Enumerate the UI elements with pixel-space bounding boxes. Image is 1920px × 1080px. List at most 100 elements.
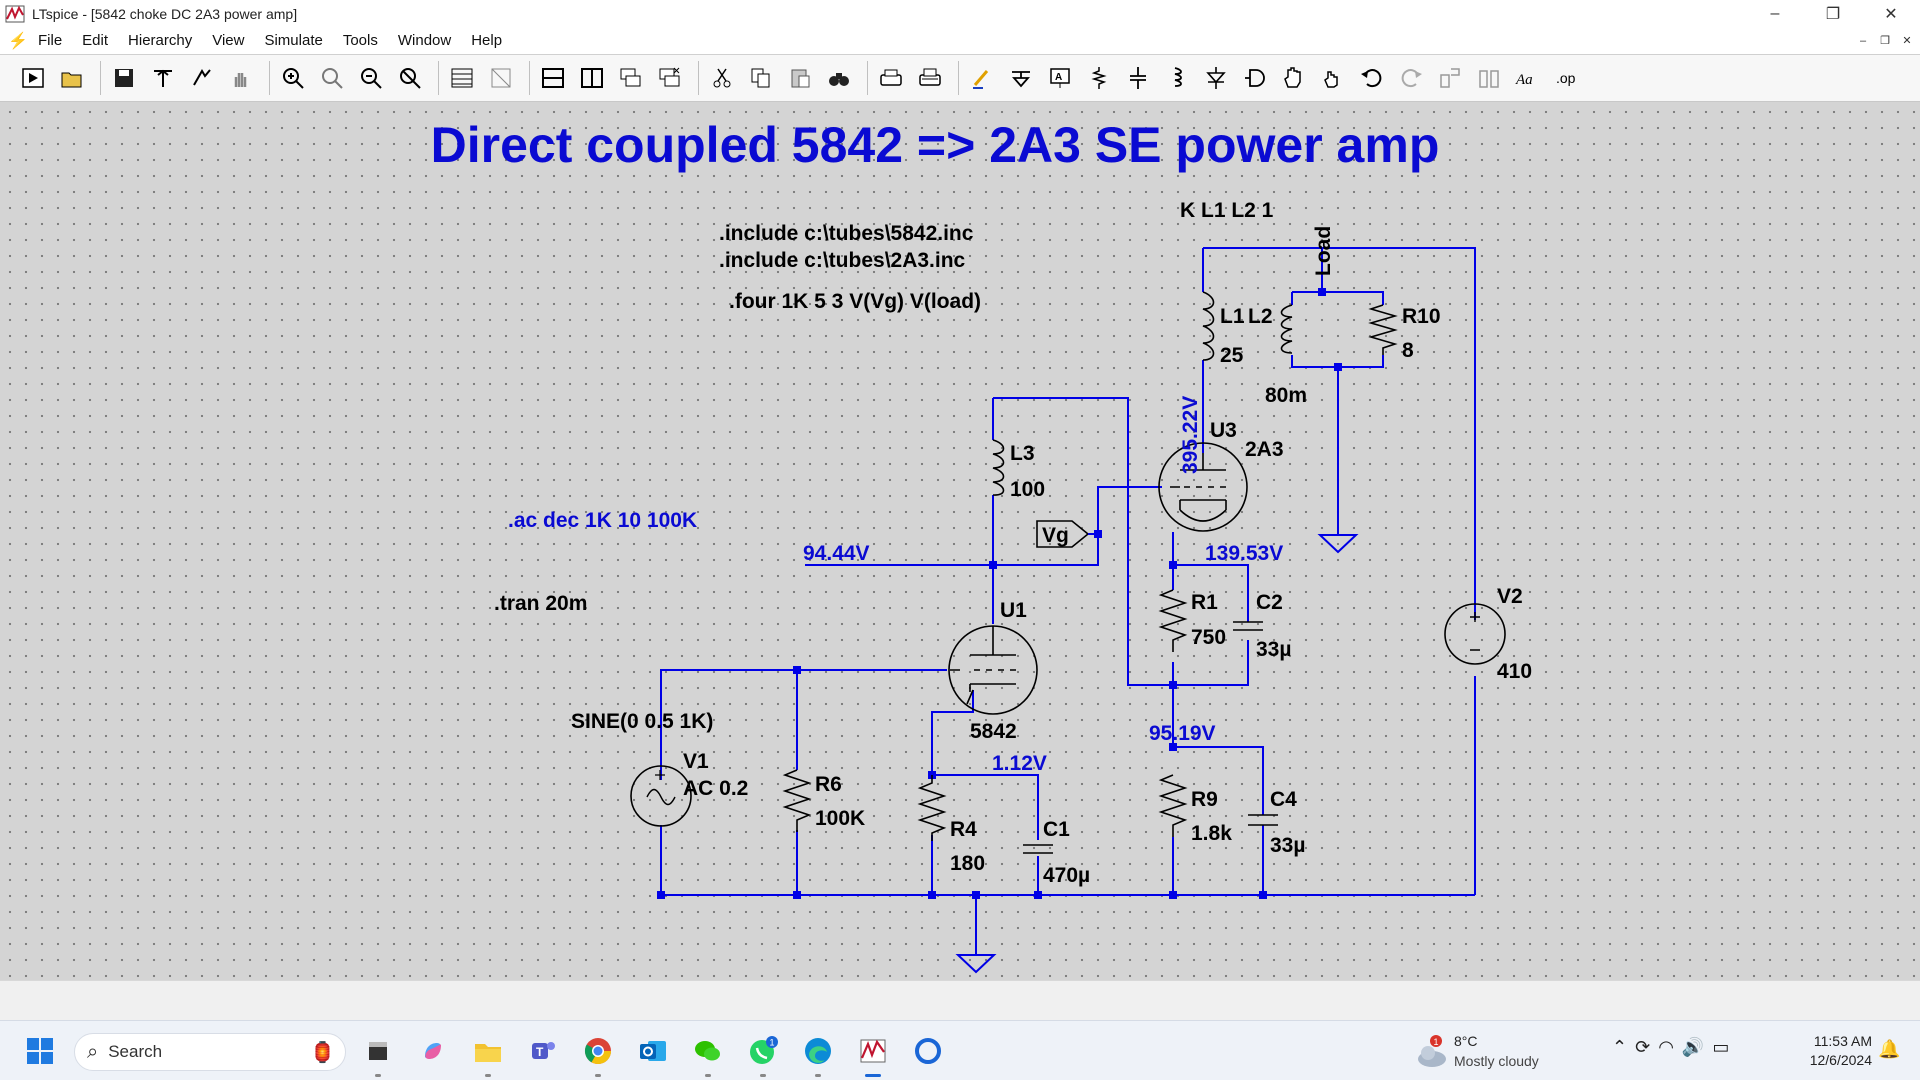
taskbar-clock[interactable]: 11:53 AM 12/6/2024 [1796, 1032, 1872, 1070]
directive-coupling[interactable]: K L1 L2 1 [1180, 199, 1274, 222]
taskbar-search-box[interactable]: ⌕ Search 🏮 [74, 1033, 346, 1071]
edge-icon[interactable] [796, 1031, 840, 1077]
resistor-r10 [1368, 304, 1398, 355]
net-label-vg[interactable]: Vg [1036, 520, 1098, 548]
directive-include-2a3[interactable]: .include c:\tubes\2A3.inc [719, 249, 966, 272]
ltspice-icon[interactable] [851, 1031, 895, 1077]
redo-icon[interactable] [1394, 61, 1428, 95]
menu-view[interactable]: View [212, 32, 245, 49]
control-panel-icon[interactable] [146, 61, 180, 95]
windows-start-icon[interactable] [26, 1037, 54, 1065]
capacitor-icon[interactable] [1121, 61, 1155, 95]
resistor-icon[interactable] [1082, 61, 1116, 95]
paste-icon[interactable] [783, 61, 817, 95]
ground-symbols[interactable] [955, 534, 1359, 974]
component-labels: L1 L2 25 80m R10 8 U3 2A3 L3 100 U1 5842… [571, 305, 1532, 887]
restore-button[interactable]: ❐ [1825, 6, 1841, 23]
directive-include-5842[interactable]: .include c:\tubes\5842.inc [719, 222, 974, 245]
menu-edit[interactable]: Edit [82, 32, 109, 49]
capacitor-c2 [1233, 621, 1263, 631]
pan-icon[interactable] [224, 61, 258, 95]
cut-icon[interactable] [705, 61, 739, 95]
volume-icon[interactable]: 🔊 [1681, 1037, 1705, 1057]
zoom-cancel-icon[interactable] [393, 61, 427, 95]
mirror-icon[interactable] [1472, 61, 1506, 95]
outlook-icon[interactable] [631, 1031, 675, 1071]
wifi-icon[interactable]: ◠ [1658, 1037, 1674, 1057]
menu-simulate[interactable]: Simulate [264, 32, 323, 49]
zoom-in-icon[interactable] [276, 61, 310, 95]
mdi-restore-button[interactable]: ❐ [1880, 35, 1890, 47]
schematic-drawing[interactable]: Direct coupled 5842 => 2A3 SE power amp … [0, 102, 1920, 980]
file-explorer-icon[interactable] [356, 1031, 400, 1077]
copilot-icon[interactable] [411, 1031, 455, 1071]
spice-directive-icon[interactable]: .op [1550, 61, 1584, 95]
minimize-button[interactable]: – [1770, 5, 1780, 22]
tile-horizontal-icon[interactable] [536, 61, 570, 95]
zoom-out-icon[interactable] [354, 61, 388, 95]
sync-icon[interactable]: ⟳ [1635, 1037, 1651, 1057]
value-l3: 100 [1010, 478, 1045, 501]
rotate-icon[interactable] [1433, 61, 1467, 95]
whatsapp-icon[interactable]: 1 [741, 1031, 785, 1077]
notification-bell-icon[interactable]: 🔔 [1878, 1039, 1901, 1059]
autorange-icon[interactable] [484, 61, 518, 95]
run-icon[interactable] [16, 61, 50, 95]
close-button[interactable]: ✕ [1884, 6, 1898, 23]
menu-window[interactable]: Window [397, 32, 452, 49]
find-icon[interactable] [822, 61, 856, 95]
wire-icon[interactable] [965, 61, 999, 95]
clock-date: 12/6/2024 [1809, 1052, 1872, 1068]
component-symbols[interactable] [630, 291, 1506, 854]
copy-icon[interactable] [744, 61, 778, 95]
wire-net[interactable] [660, 247, 1476, 955]
menu-hierarchy[interactable]: Hierarchy [128, 32, 193, 49]
battery-icon[interactable]: ▭ [1712, 1037, 1730, 1057]
chevron-up-icon[interactable]: ⌃ [1612, 1037, 1628, 1057]
save-icon[interactable] [107, 61, 141, 95]
value-v1: AC 0.2 [683, 777, 748, 800]
close-windows-icon[interactable] [653, 61, 687, 95]
menu-bar: ⚡ File Edit Hierarchy View Simulate Tool… [0, 28, 1920, 54]
chrome-icon[interactable] [576, 1031, 620, 1077]
menu-tools[interactable]: Tools [342, 32, 378, 49]
menu-file[interactable]: File [38, 32, 63, 49]
zoom-fit-icon[interactable] [315, 61, 349, 95]
drag-icon[interactable] [1316, 61, 1350, 95]
weather-widget[interactable]: 1 8°C Mostly cloudy [1412, 1029, 1562, 1073]
waveform-icon[interactable] [445, 61, 479, 95]
folder-icon[interactable] [466, 1031, 510, 1077]
menu-help[interactable]: Help [471, 32, 503, 49]
tile-vertical-icon[interactable] [575, 61, 609, 95]
mdi-minimize-button[interactable]: – [1859, 35, 1867, 47]
toolbar-separator [529, 61, 530, 95]
cortana-icon[interactable] [906, 1031, 950, 1071]
schematic-canvas[interactable]: Direct coupled 5842 => 2A3 SE power amp … [0, 102, 1920, 980]
mdi-close-button[interactable]: ✕ [1902, 35, 1912, 47]
print-setup-icon[interactable] [874, 61, 908, 95]
inductor-l3 [992, 439, 1005, 496]
ground-icon[interactable] [1004, 61, 1038, 95]
directive-tran[interactable]: .tran 20m [494, 592, 587, 615]
teams-icon[interactable]: T [521, 1031, 565, 1071]
wechat-icon[interactable] [686, 1031, 730, 1077]
component-icon[interactable] [1238, 61, 1272, 95]
diode-icon[interactable] [1199, 61, 1233, 95]
ltspice-menu-icon[interactable]: ⚡ [8, 33, 28, 50]
voltage-u3-cathode: 139.53V [1205, 542, 1283, 565]
net-label-load[interactable]: Load [1312, 226, 1335, 276]
ltspice-app-icon[interactable] [4, 3, 26, 25]
text-icon[interactable]: Aa [1511, 61, 1545, 95]
value-c4: 33µ [1270, 834, 1305, 857]
move-icon[interactable] [1277, 61, 1311, 95]
directive-four[interactable]: .four 1K 5 3 V(Vg) V(load) [729, 290, 981, 313]
undo-icon[interactable] [1355, 61, 1389, 95]
label-net-icon[interactable]: A [1043, 61, 1077, 95]
inductor-icon[interactable] [1160, 61, 1194, 95]
open-icon[interactable] [55, 61, 89, 95]
cascade-icon[interactable] [614, 61, 648, 95]
directive-ac[interactable]: .ac dec 1K 10 100K [508, 509, 697, 532]
label-c2: C2 [1256, 591, 1283, 614]
print-icon[interactable] [913, 61, 947, 95]
halt-icon[interactable] [185, 61, 219, 95]
